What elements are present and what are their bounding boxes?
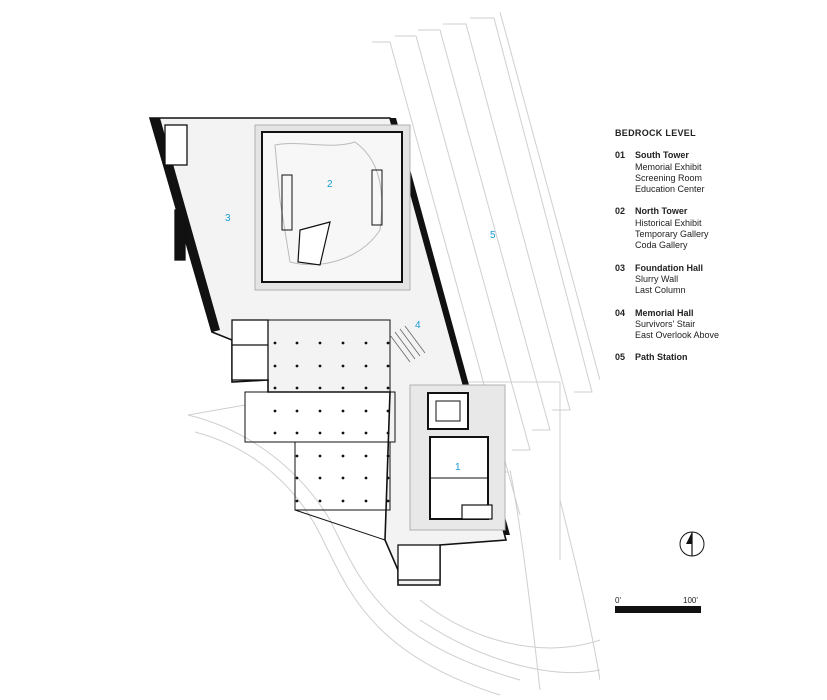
column-dot (341, 431, 345, 435)
column-dot (364, 364, 368, 368)
scale-end-label: 100' (683, 596, 698, 605)
column-dot (341, 476, 345, 480)
legend-item: Last Column (635, 285, 686, 296)
north-tower-footprint (254, 124, 411, 291)
legend-item: Coda Gallery (635, 240, 688, 251)
zone-label-4: 4 (415, 320, 421, 331)
column-dot (295, 364, 299, 368)
column-dot (273, 341, 277, 345)
column-dot (364, 409, 368, 413)
column-dot (318, 476, 322, 480)
column-dot (386, 476, 390, 480)
legend-name: Foundation Hall (635, 262, 703, 273)
legend-item: Education Center (635, 184, 705, 195)
north-arrow-icon (677, 529, 707, 564)
legend-entry-foundation-hall: 03 Foundation Hall Slurry Wall Last Colu… (615, 263, 815, 297)
column-dot (341, 454, 345, 458)
scale-bar: 0' 100' (613, 596, 705, 620)
column-dot (318, 454, 322, 458)
column-dot (273, 431, 277, 435)
column-dot (295, 476, 299, 480)
legend-item: Memorial Exhibit (635, 161, 702, 172)
column-grid (244, 319, 396, 541)
scale-bar-fill (615, 606, 701, 613)
column-dot (364, 476, 368, 480)
zone-label-2: 2 (327, 179, 333, 190)
survivors-stair (389, 325, 426, 363)
column-dot (386, 364, 390, 368)
column-dot (386, 409, 390, 413)
column-dot (318, 499, 322, 503)
zone-label-3: 3 (225, 213, 231, 224)
legend: BEDROCK LEVEL 01 South Tower Memorial Ex… (615, 128, 815, 375)
column-dot (386, 341, 390, 345)
column-dot (341, 386, 345, 390)
column-dot (364, 499, 368, 503)
legend-number: 03 (615, 262, 626, 273)
column-dot (364, 341, 368, 345)
south-tower-footprint (409, 384, 506, 531)
column-dot (364, 386, 368, 390)
column-dot (341, 341, 345, 345)
zone-label-5: 5 (490, 230, 496, 241)
legend-name: Path Station (635, 352, 688, 363)
column-dot (295, 431, 299, 435)
column-dot (386, 499, 390, 503)
column-dot (341, 364, 345, 368)
west-service-rooms (164, 124, 269, 381)
context-curves (187, 381, 600, 696)
column-dot (364, 431, 368, 435)
column-dot (341, 499, 345, 503)
column-dot (318, 364, 322, 368)
column-dot (295, 454, 299, 458)
legend-entry-path-station: 05 Path Station (615, 352, 815, 363)
column-dot (273, 386, 277, 390)
column-dot (273, 364, 277, 368)
legend-entry-north-tower: 02 North Tower Historical Exhibit Tempor… (615, 206, 815, 251)
column-dot (341, 409, 345, 413)
legend-item: Survivors' Stair (635, 318, 696, 329)
legend-item: Temporary Gallery (635, 229, 709, 240)
legend-number: 01 (615, 150, 626, 161)
legend-item: Slurry Wall (635, 273, 679, 284)
column-dot (318, 341, 322, 345)
legend-number: 02 (615, 206, 626, 217)
column-dot (273, 409, 277, 413)
path-entry (397, 544, 441, 581)
legend-item: Screening Room (635, 172, 703, 183)
grid-columns (273, 341, 390, 503)
legend-item: Historical Exhibit (635, 217, 702, 228)
legend-number: 05 (615, 352, 626, 363)
column-dot (295, 386, 299, 390)
legend-name: South Tower (635, 150, 689, 161)
legend-entry-memorial-hall: 04 Memorial Hall Survivors' Stair East O… (615, 308, 815, 342)
column-dot (318, 409, 322, 413)
legend-item: East Overlook Above (635, 330, 720, 341)
column-dot (386, 454, 390, 458)
legend-entry-south-tower: 01 South Tower Memorial Exhibit Screenin… (615, 150, 815, 195)
legend-title: BEDROCK LEVEL (615, 128, 696, 138)
column-dot (364, 454, 368, 458)
floor-plan: 1 2 3 4 5 (148, 11, 600, 696)
zone-label-1: 1 (455, 462, 461, 473)
legend-name: North Tower (635, 206, 688, 217)
column-dot (295, 499, 299, 503)
column-dot (295, 409, 299, 413)
column-dot (386, 431, 390, 435)
column-dot (295, 341, 299, 345)
column-dot (318, 431, 322, 435)
legend-number: 04 (615, 307, 626, 318)
scale-start-label: 0' (615, 596, 621, 605)
column-dot (318, 386, 322, 390)
column-dot (386, 386, 390, 390)
legend-name: Memorial Hall (635, 307, 694, 318)
